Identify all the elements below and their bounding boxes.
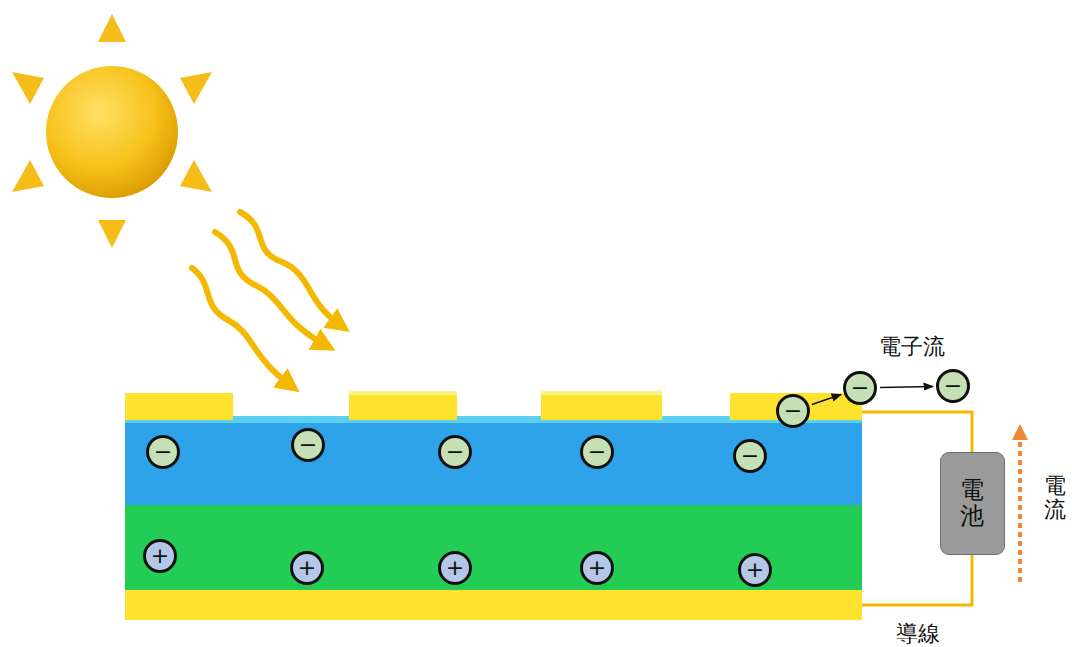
hole-circle: + [438,551,472,585]
charge-sign: + [151,545,169,567]
electron-flow-label: 電子流 [879,332,945,362]
charge-sign: − [944,375,962,397]
charge-sign: + [746,559,764,581]
hole-circle: + [143,539,177,573]
charge-sign: − [446,441,464,463]
electron-flow-arrow [880,386,933,387]
charge-sign: − [154,441,172,463]
sun [12,14,212,248]
hole-circle: + [738,553,772,587]
electron-circle: − [776,394,810,428]
electron-circle: − [291,428,325,462]
charge-sign: − [741,445,759,467]
charge-sign: + [588,557,606,579]
solar-cell-layers [125,391,862,620]
electron-flow-arrow [812,394,841,404]
electron-circle: − [146,435,180,469]
electron-circle: − [580,435,614,469]
battery-label: 電池 [960,477,984,530]
charge-sign: + [298,557,316,579]
charge-sign: − [588,441,606,463]
sunlight-rays [192,212,340,385]
electron-circle: − [438,435,472,469]
charge-sign: − [299,434,317,456]
battery-box: 電池 [940,452,1005,555]
electron-circle: − [843,371,877,405]
charge-sign: − [851,377,869,399]
charge-sign: − [784,400,802,422]
current-label: 電流 [1044,474,1066,522]
electron-circle: − [936,369,970,403]
current-arrow [1018,432,1022,582]
electron-circle: − [733,439,767,473]
wire-label: 導線 [896,619,940,647]
charge-sign: + [446,557,464,579]
hole-circle: + [290,551,324,585]
hole-circle: + [580,551,614,585]
